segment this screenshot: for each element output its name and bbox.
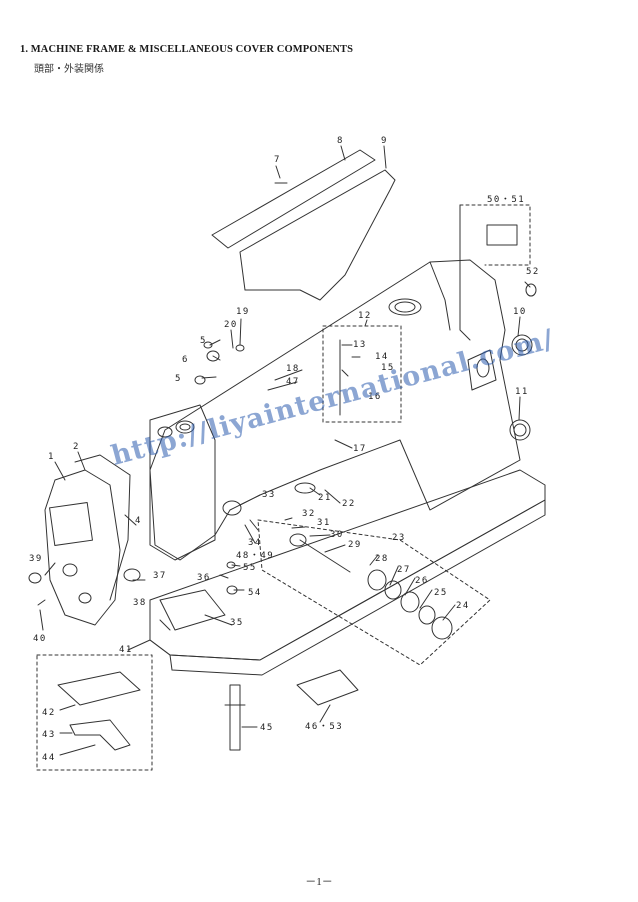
callout-14: 14: [375, 352, 389, 362]
callout-35: 35: [230, 618, 244, 628]
callout-44: 44: [42, 753, 56, 763]
callout-50-51: 50・51: [487, 195, 525, 205]
callout-19: 19: [236, 307, 250, 317]
face-plate: [44, 469, 121, 626]
callout-36: 36: [197, 573, 211, 583]
callout-33: 33: [262, 490, 276, 500]
group-box-23: [257, 519, 491, 666]
callout-9: 9: [381, 136, 388, 146]
callout-37: 37: [153, 571, 167, 581]
callout-28: 28: [375, 554, 389, 564]
callout-31: 31: [317, 518, 331, 528]
group-box-41: [36, 654, 153, 771]
callout-12: 12: [358, 311, 372, 321]
callout-4: 4: [135, 516, 142, 526]
callout-18: 18: [286, 364, 300, 374]
page-subtitle: 頭部・外装関係: [34, 64, 104, 75]
callout-34: 34: [248, 538, 262, 548]
callout-10: 10: [513, 307, 527, 317]
callout-13: 13: [353, 340, 367, 350]
callout-8: 8: [337, 136, 344, 146]
callout-1: 1: [48, 452, 55, 462]
callout-25: 25: [434, 588, 448, 598]
group-box-12: [322, 325, 402, 423]
callout-20: 20: [224, 320, 238, 330]
callout-38: 38: [133, 598, 147, 608]
callout-26: 26: [415, 576, 429, 586]
callout-15: 15: [381, 363, 395, 373]
callout-41: 41: [119, 645, 133, 655]
callout-30: 30: [330, 530, 344, 540]
callout-23: 23: [392, 533, 406, 543]
top-cover-gasket-9: [239, 169, 396, 301]
top-cover-8: [211, 149, 376, 249]
page-title: 1. MACHINE FRAME & MISCELLANEOUS COVER C…: [20, 44, 354, 55]
callout-29: 29: [348, 540, 362, 550]
machine-arm: [149, 259, 521, 561]
callout-16: 16: [368, 392, 382, 402]
callout-2: 2: [73, 442, 80, 452]
callout-48-49: 48・49: [236, 551, 274, 561]
callout-42: 42: [42, 708, 56, 718]
callout-40: 40: [33, 634, 47, 644]
callout-43: 43: [42, 730, 56, 740]
callout-45: 45: [260, 723, 274, 733]
callout-52: 52: [526, 267, 540, 277]
callout-39: 39: [29, 554, 43, 564]
callout-7: 7: [274, 155, 281, 165]
page-number: －1－: [305, 876, 333, 888]
callout-6: 6: [182, 355, 189, 365]
callout-47: 47: [286, 377, 300, 387]
callout-27: 27: [397, 565, 411, 575]
callout-5-upper: 5: [200, 336, 207, 346]
callout-17: 17: [353, 444, 367, 454]
throat-plate: [159, 589, 226, 631]
callout-46-53: 46・53: [305, 722, 343, 732]
callout-22: 22: [342, 499, 356, 509]
callout-21: 21: [318, 493, 332, 503]
callout-11: 11: [515, 387, 529, 397]
callout-55: 55: [243, 563, 257, 573]
callout-24: 24: [456, 601, 470, 611]
group-box-50-51: [459, 204, 531, 266]
callout-5-lower: 5: [175, 374, 182, 384]
callout-32: 32: [302, 509, 316, 519]
callout-54: 54: [248, 588, 262, 598]
